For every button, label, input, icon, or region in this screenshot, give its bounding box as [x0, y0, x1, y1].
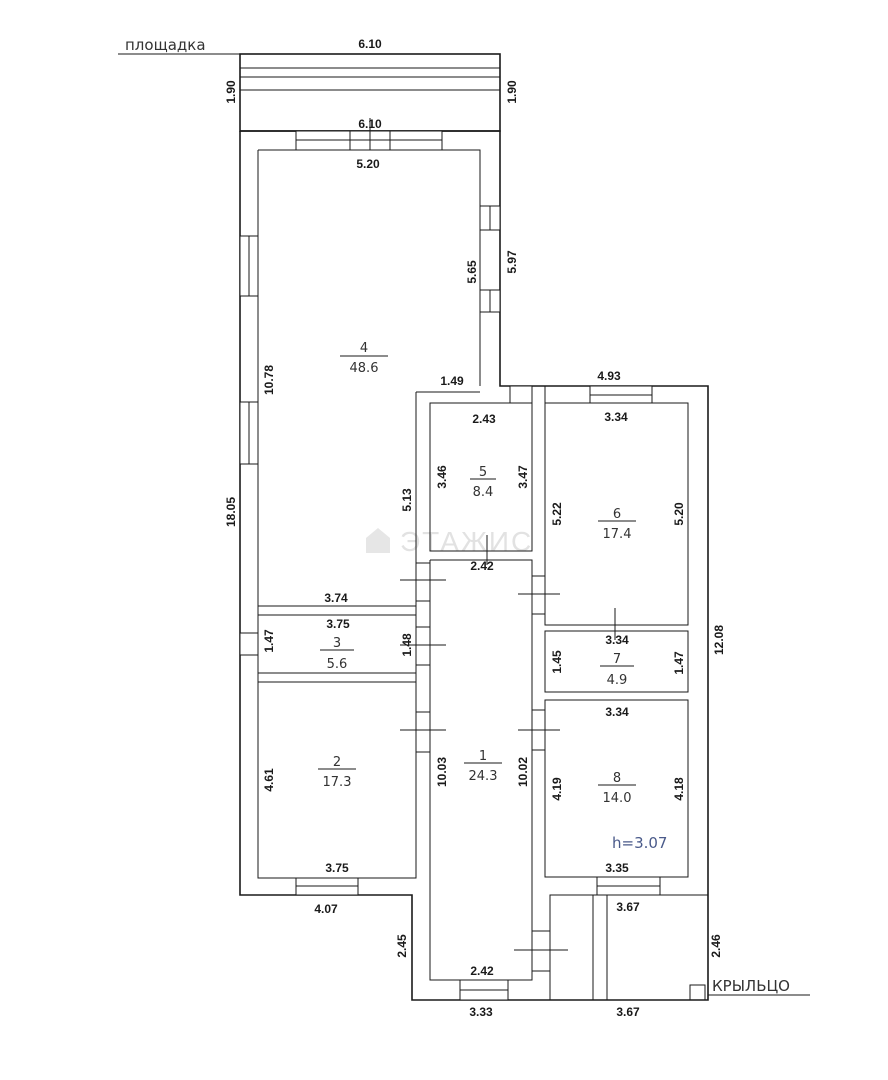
dim-room7-left: 1.45 — [550, 650, 564, 674]
dim-room7-width: 3.34 — [605, 633, 629, 647]
dim-porch-depth: 2.46 — [709, 934, 723, 958]
room-5-area: 8.4 — [473, 485, 494, 500]
dim-hall-step: 2.45 — [395, 934, 409, 958]
dim-room7-right: 1.47 — [672, 651, 686, 675]
dim-porch-bottom: 3.67 — [616, 1005, 640, 1019]
dim-room5-bottom: 2.42 — [470, 559, 494, 573]
terrace: площадка — [118, 36, 501, 132]
doors — [369, 118, 616, 972]
room-1-area: 24.3 — [469, 769, 498, 784]
dim-terrace-width: 6.10 — [358, 37, 382, 51]
dim-hall-left-upper: 5.13 — [400, 488, 414, 512]
dim-room8-left: 4.19 — [550, 777, 564, 801]
dim-room3-left: 1.47 — [262, 629, 276, 653]
room-2-number: 2 — [333, 755, 341, 770]
room-8-area: 14.0 — [603, 791, 632, 806]
dim-room6-width: 3.34 — [604, 410, 628, 424]
room-8-number: 8 — [613, 771, 621, 786]
dim-room5-right: 3.47 — [516, 465, 530, 489]
dim-room4-step: 1.49 — [440, 374, 464, 388]
room-3-area: 5.6 — [327, 657, 348, 672]
dim-room1-bottom: 2.42 — [470, 964, 494, 978]
dim-room4-outer-width: 6.10 — [358, 117, 382, 131]
ceiling-height-note: h=3.07 — [612, 834, 667, 852]
windows — [239, 130, 661, 1001]
dimensions-vertical: 1.90 1.90 5.65 5.97 10.78 18.05 5.13 3.4… — [224, 80, 726, 958]
dim-hall-bottom-outer: 3.33 — [469, 1005, 493, 1019]
porch-label: КРЫЛЬЦО — [712, 977, 790, 995]
dim-room6-right: 5.20 — [672, 502, 686, 526]
dim-room8-right: 4.18 — [672, 777, 686, 801]
room-3-number: 3 — [333, 636, 341, 651]
room-6-area: 17.4 — [603, 527, 632, 542]
room-1-number: 1 — [479, 749, 487, 764]
room-7-area: 4.9 — [607, 673, 628, 688]
dimensions-horizontal: 6.10 6.10 5.20 1.49 2.43 2.42 4.93 3.34 … — [314, 37, 640, 1019]
dim-left-total: 18.05 — [224, 497, 238, 527]
room-1-outline — [429, 559, 533, 981]
dim-room8-top: 3.34 — [605, 705, 629, 719]
room-7-outline — [544, 630, 689, 693]
dim-room2-height: 4.61 — [262, 768, 276, 792]
dim-room4-inner-width: 5.20 — [356, 157, 380, 171]
dim-terrace-depth-right: 1.90 — [505, 80, 519, 104]
dim-room3-right: 1.48 — [400, 633, 414, 657]
room-6-number: 6 — [613, 507, 621, 522]
room-labels: 4 48.6 5 8.4 6 17.4 7 4.9 8 14.0 3 5.6 2… — [318, 341, 667, 852]
room-5-outline — [429, 402, 533, 552]
dim-room4-right-outer: 5.97 — [505, 250, 519, 274]
dim-porch-top: 3.67 — [616, 900, 640, 914]
dim-room5-left: 3.46 — [435, 465, 449, 489]
dim-room5-top: 2.43 — [472, 412, 496, 426]
dim-terrace-depth-left: 1.90 — [224, 80, 238, 104]
dim-right-total: 12.08 — [712, 625, 726, 655]
room-7-number: 7 — [613, 652, 621, 667]
room-5-number: 5 — [479, 465, 487, 480]
dim-room2-width: 3.75 — [325, 861, 349, 875]
room-4-area: 48.6 — [350, 361, 379, 376]
terrace-label: площадка — [125, 36, 206, 54]
dim-room6-left: 5.22 — [550, 502, 564, 526]
dim-bottom-left-outer: 4.07 — [314, 902, 338, 916]
dim-room3-width: 3.75 — [326, 617, 350, 631]
dim-room3-top-outer: 3.74 — [324, 591, 348, 605]
dim-room1-right: 10.02 — [516, 757, 530, 787]
dim-room8-bottom: 3.35 — [605, 861, 629, 875]
porch: КРЫЛЬЦО — [549, 894, 810, 1001]
watermark-text: ЭТАЖИС — [400, 526, 533, 557]
room-4-number: 4 — [360, 341, 368, 356]
dim-room4-right-wall: 5.65 — [465, 260, 479, 284]
room-2-area: 17.3 — [323, 775, 352, 790]
dim-room6-outer: 4.93 — [597, 369, 621, 383]
watermark-house-icon — [366, 528, 390, 553]
dim-room4-left-height: 10.78 — [262, 365, 276, 395]
dim-room1-left: 10.03 — [435, 757, 449, 787]
